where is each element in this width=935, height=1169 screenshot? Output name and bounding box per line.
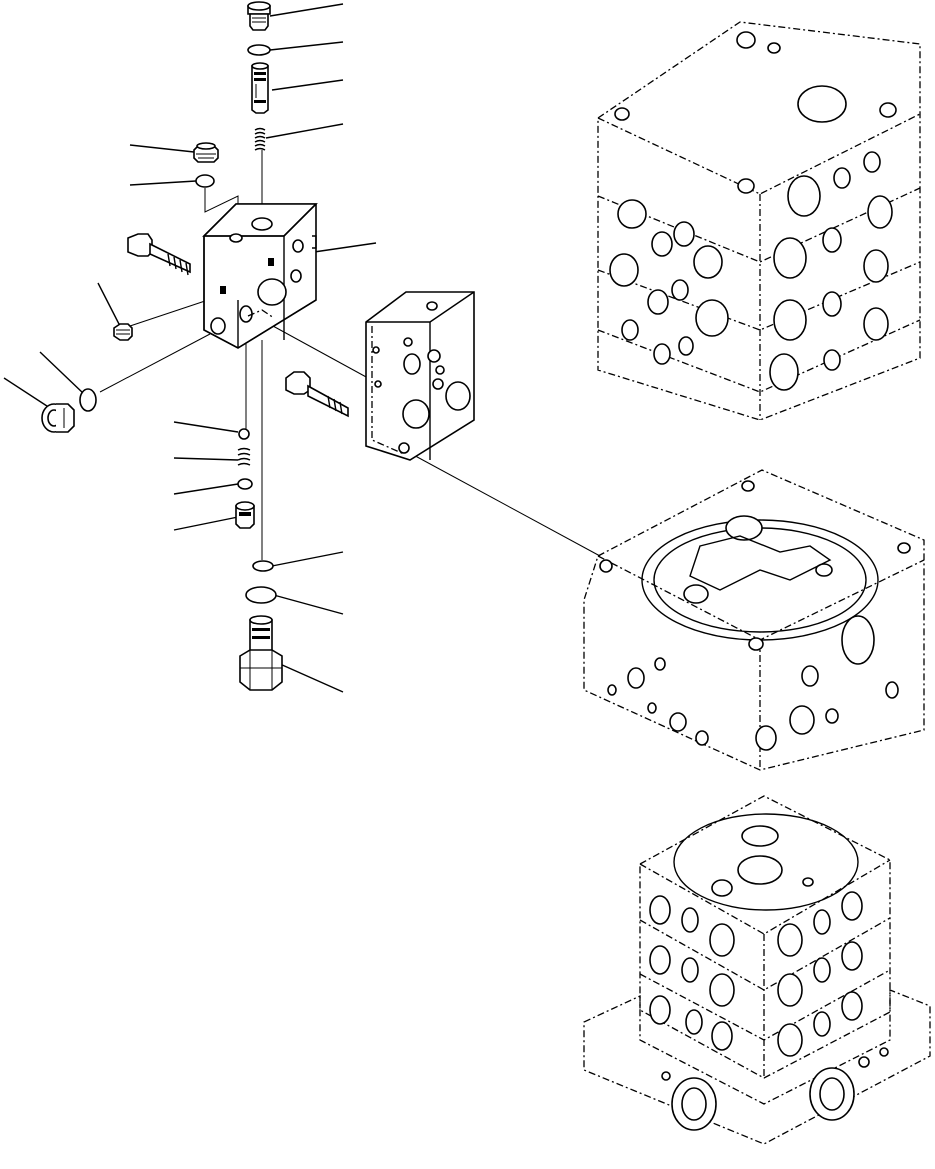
- plug-top: [247, 1, 271, 31]
- oring-left: [195, 174, 215, 188]
- valve-stack-upper: [597, 21, 921, 421]
- body-bolt: [127, 233, 191, 276]
- oring-side: [79, 388, 97, 412]
- callout-leader-oring-bottom-a: [271, 551, 344, 567]
- callout-leader-oring-bottom-b: [269, 593, 344, 615]
- relief-valve: [239, 615, 283, 691]
- section-plate: [365, 291, 475, 461]
- callout-leader-spring-top: [265, 123, 344, 139]
- callout-leader-ring-lower: [173, 483, 239, 495]
- callout-leader-spring-lower: [173, 457, 239, 461]
- assembly-axis-lines: [99, 150, 601, 560]
- oring-bottom-b: [245, 586, 277, 604]
- leader-lines: [3, 3, 377, 693]
- callout-leader-relief-valve: [279, 663, 344, 693]
- seat-lower: [235, 501, 255, 529]
- spool-top: [251, 62, 269, 114]
- callout-leader-oring-side: [39, 351, 85, 395]
- valve-section-middle: [583, 469, 925, 771]
- oring-bottom-a: [252, 560, 274, 572]
- plug-left: [193, 142, 219, 163]
- small-plug: [113, 323, 133, 341]
- ball-lower: [238, 428, 250, 440]
- callout-leader-seat-lower: [173, 516, 239, 531]
- valve-body: [202, 203, 318, 349]
- ring-lower: [237, 478, 253, 490]
- callout-leader-small-plug: [97, 282, 121, 327]
- callout-leader-ball: [173, 421, 239, 433]
- valve-assembly-lower: [583, 795, 931, 1145]
- callout-leader-spool-top: [271, 79, 344, 91]
- callout-leader-valve-body: [313, 242, 377, 253]
- oring-top: [247, 44, 271, 56]
- callout-leader-oring-top: [269, 41, 344, 51]
- spring-lower: [237, 447, 251, 466]
- callout-leader-plug-left: [129, 144, 195, 153]
- callout-leader-plug-top: [269, 3, 344, 17]
- plug-side: [41, 403, 75, 433]
- callout-leader-oring-left: [129, 180, 197, 186]
- plate-bolt: [285, 371, 349, 418]
- spring-top: [254, 127, 266, 151]
- callout-leader-plug-side: [3, 377, 51, 409]
